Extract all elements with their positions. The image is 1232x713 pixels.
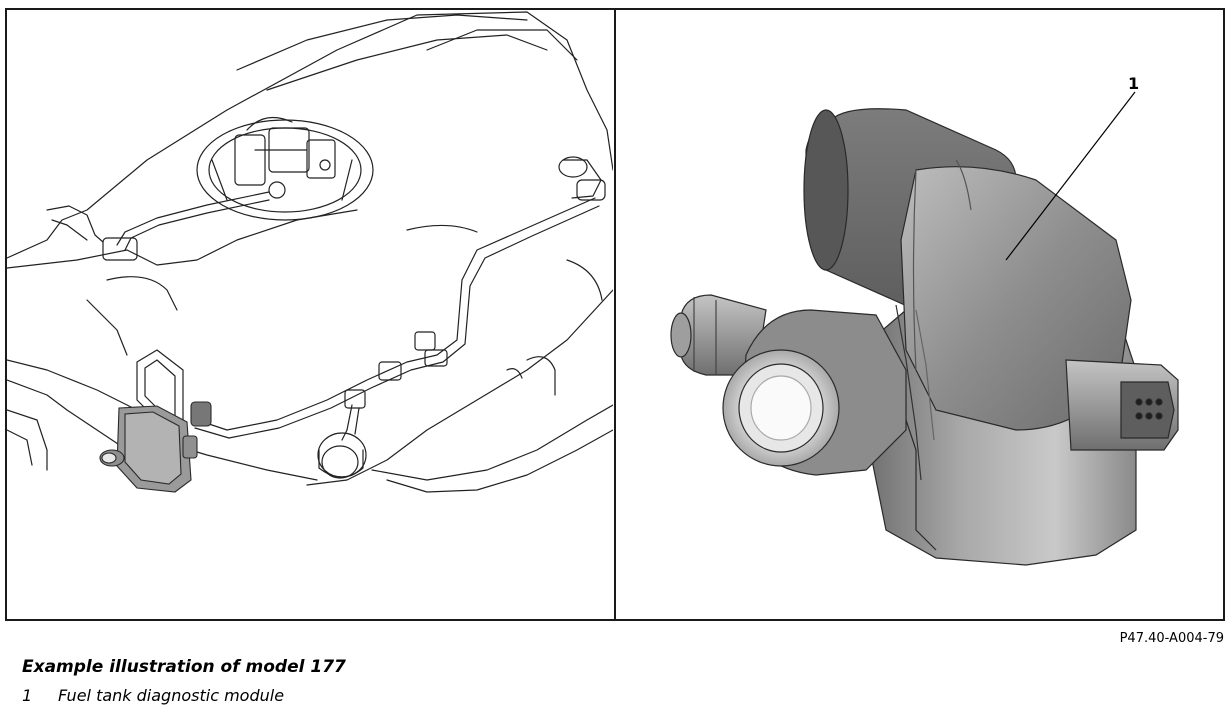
legend-item-label: Fuel tank diagnostic module — [58, 686, 285, 705]
diagnostic-module-illustration — [616, 10, 1223, 619]
legend-item: 1 Fuel tank diagnostic module — [22, 686, 284, 705]
figure-id: P47.40-A004-79 — [1119, 631, 1224, 646]
legend-item-number: 1 — [22, 686, 33, 705]
panel-divider — [614, 10, 616, 619]
fuel-tank-drawing — [7, 11, 613, 493]
figure-frame — [5, 8, 1225, 621]
fuel-tank-overview-illustration — [7, 10, 615, 619]
callout-number-1: 1 — [1128, 74, 1140, 93]
diagnostic-module-render — [670, 91, 1179, 566]
caption-title: Example illustration of model 177 — [22, 657, 346, 677]
callout-leader-line — [1005, 91, 1136, 261]
